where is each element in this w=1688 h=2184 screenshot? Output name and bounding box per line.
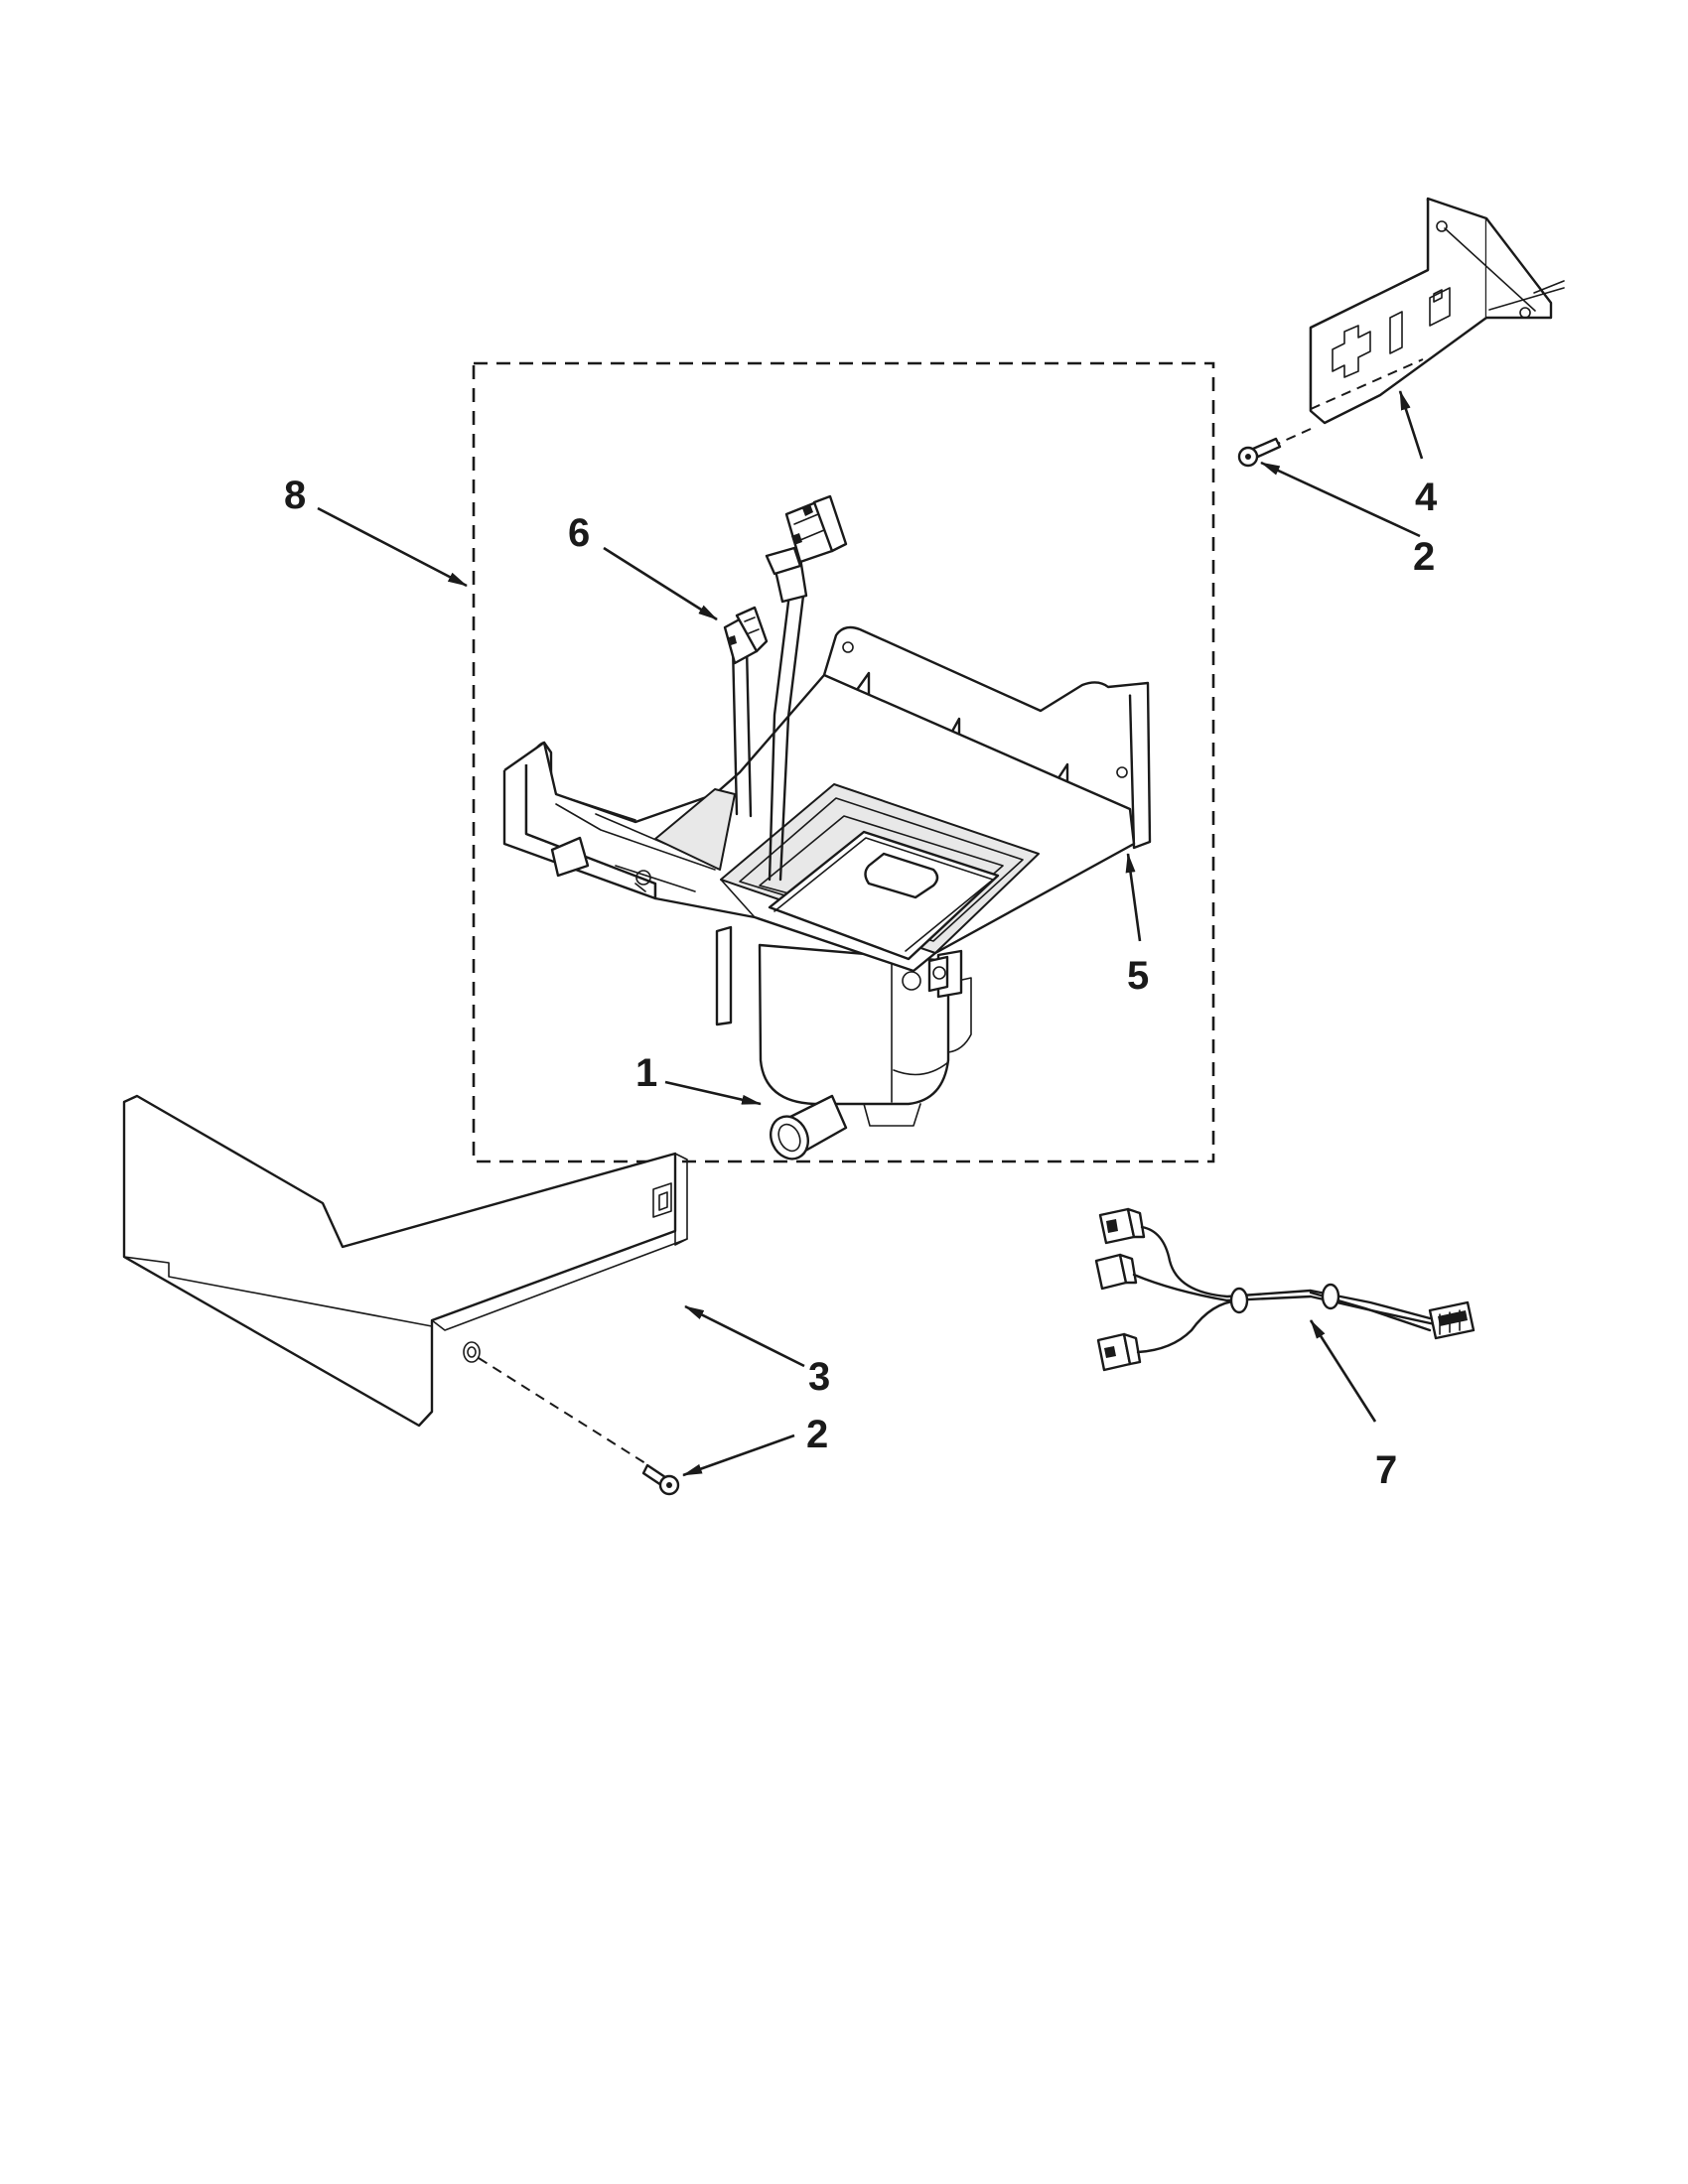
leader-1 <box>664 1080 762 1106</box>
leader-3 <box>684 1304 805 1368</box>
part-2-screw-bottom <box>478 1357 680 1496</box>
callout-7: 7 <box>1375 1448 1397 1492</box>
callout-6: 6 <box>568 511 590 555</box>
leader-5 <box>1125 853 1142 942</box>
callout-5: 5 <box>1127 954 1149 998</box>
heater-wire-harness <box>765 494 848 882</box>
callout-2-bottom: 2 <box>806 1413 828 1456</box>
part-3-cover-panel <box>122 1094 688 1428</box>
part-1-drain-outlet <box>770 1094 848 1160</box>
part-7-wire-harness <box>1094 1207 1476 1372</box>
callout-4: 4 <box>1415 476 1438 519</box>
callout-8: 8 <box>284 474 306 517</box>
leader-6 <box>603 546 718 621</box>
leader-7 <box>1309 1319 1377 1423</box>
callout-1: 1 <box>635 1051 657 1095</box>
callout-2-top: 2 <box>1413 535 1435 579</box>
part-6-wire-lead <box>723 606 769 818</box>
leader-8 <box>317 506 468 588</box>
part-5-evaporator-tray <box>502 625 1152 1127</box>
assembly-boundary <box>472 361 1215 1163</box>
part-4-mounting-bracket <box>1309 197 1565 425</box>
callout-3: 3 <box>808 1355 830 1399</box>
leader-4 <box>1398 390 1424 460</box>
leader-2-bottom <box>682 1433 795 1477</box>
part-2-screw-top <box>1237 428 1312 468</box>
leader-2-top <box>1260 461 1421 538</box>
